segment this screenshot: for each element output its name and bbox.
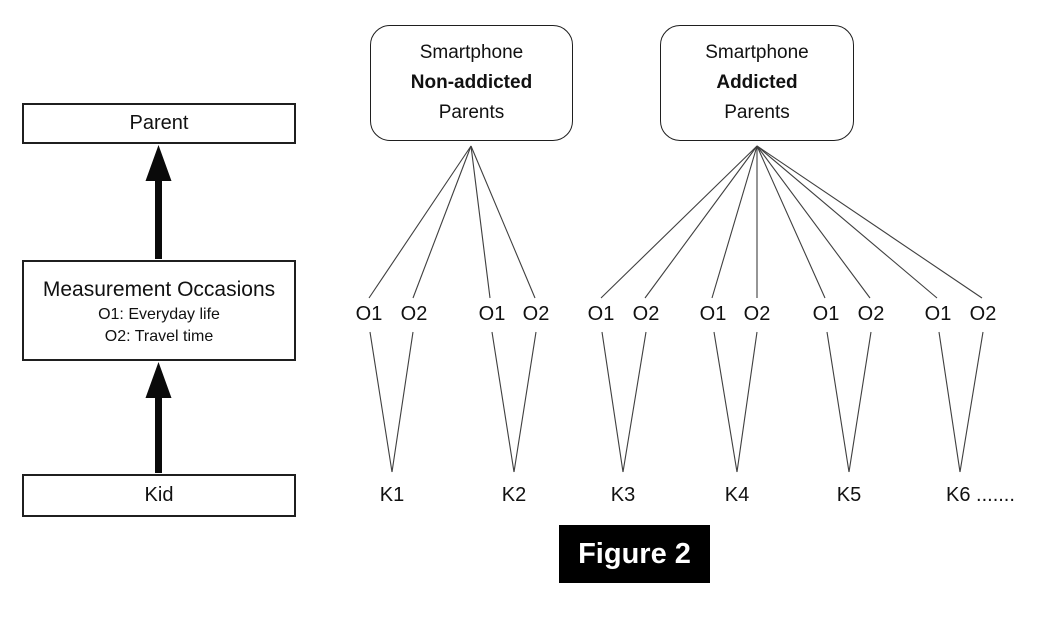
fan-line	[756, 145, 871, 299]
fan-line	[412, 145, 472, 299]
group-line1: Smartphone	[705, 42, 809, 63]
v-line	[713, 331, 738, 473]
parent-box: Parent	[22, 103, 296, 144]
v-line	[848, 331, 872, 473]
kid-box-label: Kid	[144, 484, 174, 506]
occasion-label-o2: O2	[969, 303, 997, 325]
v-line	[938, 331, 961, 473]
kid-label: K3	[610, 484, 636, 506]
group-line3: Parents	[438, 102, 505, 123]
fan-line	[644, 145, 758, 299]
v-line	[622, 331, 647, 473]
group-line3: Parents	[724, 102, 790, 123]
up-arrow-measurement-to-parent	[145, 145, 172, 259]
v-lines	[369, 331, 984, 473]
occasion-label-o2: O2	[632, 303, 660, 325]
occasion-label-o2: O2	[400, 303, 428, 325]
up-arrow-kid-to-measurement	[145, 362, 172, 473]
fan-lines-nonaddicted	[368, 145, 536, 299]
occasion-label-o2: O2	[522, 303, 550, 325]
occasion-label-o1: O1	[699, 303, 727, 325]
v-line	[959, 331, 984, 473]
v-line	[391, 331, 414, 473]
kid-label: K2	[501, 484, 527, 506]
v-line	[601, 331, 624, 473]
occasion-label-o2: O2	[743, 303, 771, 325]
kid-label: K5	[836, 484, 862, 506]
fan-line	[711, 145, 758, 299]
v-line	[826, 331, 850, 473]
fan-line	[470, 145, 491, 299]
fan-line	[368, 145, 472, 299]
occasion-label-o1: O1	[478, 303, 506, 325]
figure-caption-text: Figure 2	[578, 537, 691, 570]
measurement-o2-desc: O2: Travel time	[104, 327, 214, 345]
group-line2-bold: Non-addicted	[410, 72, 533, 93]
occasion-label-o1: O1	[355, 303, 383, 325]
measurement-o1-desc: O1: Everyday life	[98, 305, 220, 323]
kid-label: K1	[379, 484, 405, 506]
v-line	[369, 331, 393, 473]
kid-label: K4	[724, 484, 750, 506]
v-line	[736, 331, 758, 473]
occasion-label-o1: O1	[924, 303, 952, 325]
parent-box-label: Parent	[129, 112, 189, 134]
measurement-title: Measurement Occasions	[42, 277, 276, 301]
group-line1: Smartphone	[419, 42, 524, 63]
fan-lines-addicted	[600, 145, 983, 299]
occasion-label-o1: O1	[812, 303, 840, 325]
fan-line	[756, 145, 983, 299]
fan-line	[600, 145, 758, 299]
v-line	[491, 331, 515, 473]
group-line2-bold: Addicted	[716, 72, 798, 93]
occasion-label-o2: O2	[857, 303, 885, 325]
fan-line	[756, 145, 826, 299]
kid-box: Kid	[22, 474, 296, 517]
kid-label: K6 .......	[946, 484, 1015, 506]
measurement-occasions-box: Measurement Occasions O1: Everyday life …	[22, 260, 296, 361]
figure-caption: Figure 2	[559, 525, 710, 583]
group-box-nonaddicted-parents: Smartphone Non-addicted Parents	[370, 25, 573, 141]
v-line	[513, 331, 537, 473]
group-box-addicted-parents: Smartphone Addicted Parents	[660, 25, 854, 141]
fan-line	[470, 145, 536, 299]
occasion-label-o1: O1	[587, 303, 615, 325]
fan-line	[756, 145, 938, 299]
